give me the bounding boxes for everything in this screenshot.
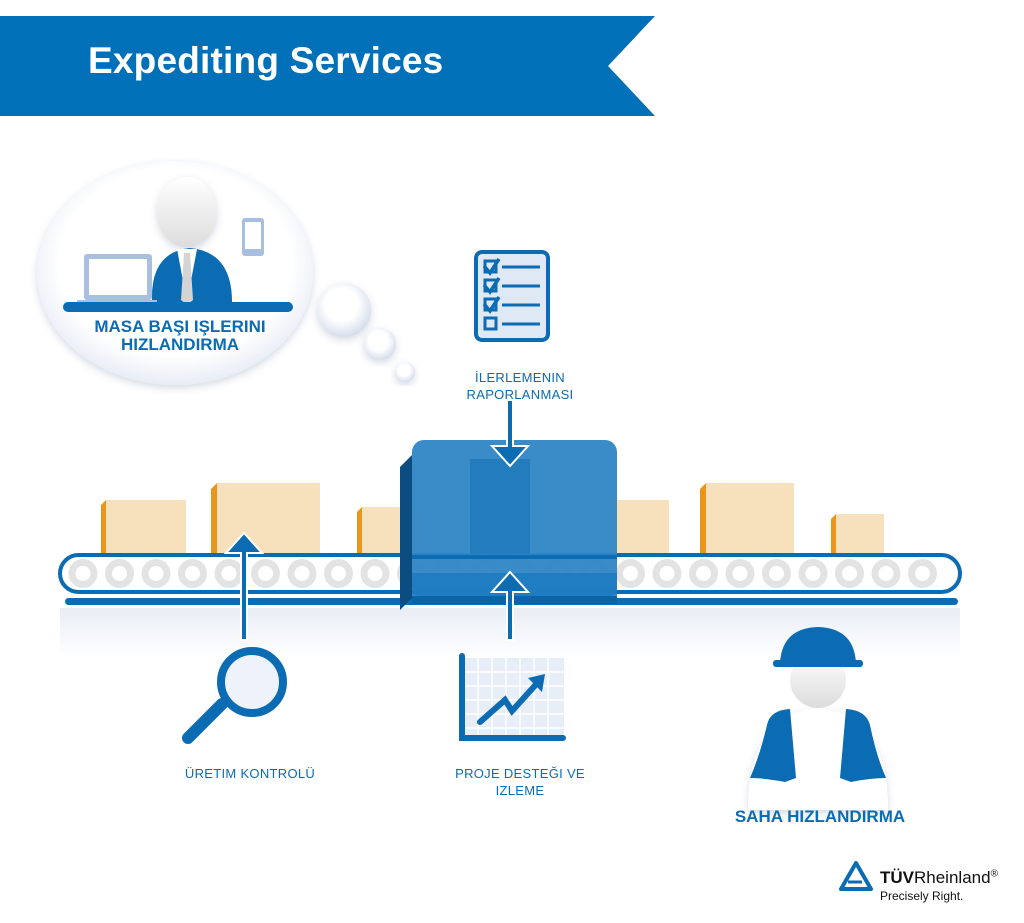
project-support-line2: IZLEME [495,783,545,798]
roller [871,559,901,588]
project-support-line1: PROJE DESTEĞI VE [455,766,585,781]
roller [360,559,390,588]
desk-expediting-label: MASA BAŞI IŞLERINI HIZLANDIRMA [60,318,300,354]
roller [762,559,791,588]
roller [324,559,353,588]
logo-brand-bold: TÜV [880,868,914,887]
roller [725,559,755,588]
roller [908,559,937,588]
office-worker-icon [63,177,293,312]
roller [178,559,207,588]
highlighted-shipment [400,440,617,610]
roller [141,559,171,588]
roller [616,559,645,588]
logo-tagline: Precisely Right. [880,889,964,903]
roller [652,559,682,588]
desk-expediting-line2: HIZLANDIRMA [120,335,240,354]
magnifier-icon [182,647,287,744]
growth-chart-icon [459,653,566,741]
roller [798,559,828,588]
title-banner [0,16,655,116]
production-control-label: ÜRETIM KONTROLÜ [184,766,316,781]
roller [68,559,98,588]
progress-reporting-line1: İLERLEMENIN [475,370,565,385]
tuv-logo-icon [839,861,873,891]
checklist-icon [474,250,550,342]
logo-registered: ® [990,868,998,880]
progress-reporting-label: İLERLEMENIN RAPORLANMASI [420,369,620,403]
roller [105,559,134,588]
field-expediting-label: SAHA HIZLANDIRMA [734,807,906,826]
roller [689,559,718,588]
project-support-label: PROJE DESTEĞI VE IZLEME [420,765,620,799]
hardhat-worker-icon [748,627,888,810]
desk-expediting-line1: MASA BAŞI IŞLERINI [94,317,266,336]
page-title: Expediting Services [88,40,444,81]
roller [287,559,317,588]
logo-brand-rest: Rheinland [914,868,991,887]
progress-reporting-line2: RAPORLANMASI [466,387,574,402]
roller [835,559,864,588]
roller [251,559,280,588]
logo-brand: TÜVRheinland® [880,868,998,888]
arrows [223,399,531,641]
